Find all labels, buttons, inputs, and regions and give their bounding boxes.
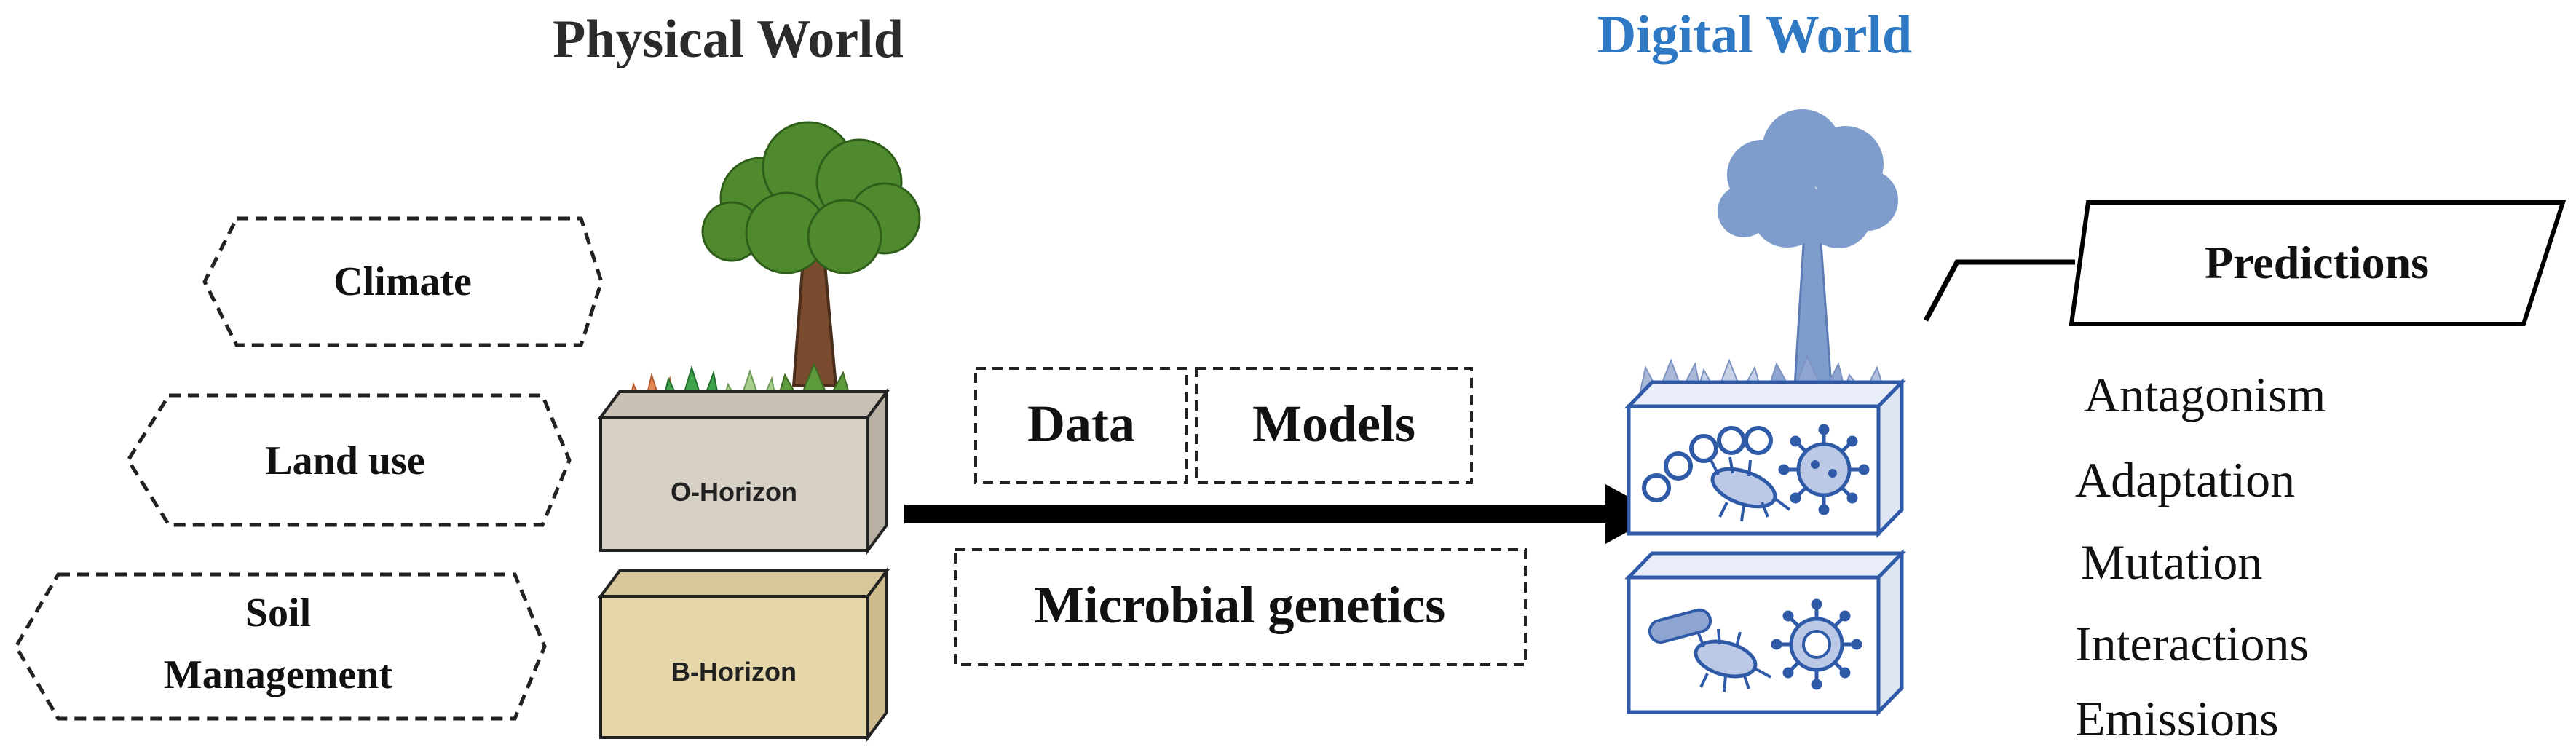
digital-top-block-side-face bbox=[1876, 377, 1904, 539]
prediction-item: Emissions bbox=[2075, 691, 2279, 746]
predictions-label: Predictions bbox=[2205, 237, 2429, 288]
o-horizon-top-face bbox=[598, 390, 890, 419]
models-label: Models bbox=[1252, 395, 1415, 453]
bacillus-icon-2 bbox=[1694, 628, 1771, 692]
genetics-box: Microbial genetics bbox=[954, 548, 1527, 666]
predictions-box bbox=[2069, 200, 2567, 326]
o-horizon-side-face bbox=[866, 387, 888, 556]
factor-land-use: Land use bbox=[126, 393, 572, 527]
factor-climate: Climate bbox=[202, 216, 604, 347]
b-horizon-top-face bbox=[598, 569, 890, 598]
genetics-box-frame bbox=[954, 548, 1527, 666]
b-horizon-label: B-Horizon bbox=[671, 657, 797, 687]
models-box: Models bbox=[1195, 367, 1473, 484]
data-label: Data bbox=[1027, 395, 1135, 453]
bacillus-icon bbox=[1710, 456, 1791, 522]
factor-soil-management-label-line1: Soil bbox=[245, 590, 311, 636]
physical-tree bbox=[701, 121, 921, 387]
factor-soil-management-label-line2: Management bbox=[164, 652, 393, 697]
predictions-callout: Predictions bbox=[1923, 200, 2567, 326]
prediction-item: Interactions bbox=[2075, 616, 2309, 671]
o-horizon-front-face bbox=[599, 416, 869, 552]
digital-tree-trunk bbox=[1793, 232, 1833, 387]
o-horizon-label: O-Horizon bbox=[671, 477, 797, 507]
b-horizon-block: B-Horizon bbox=[598, 566, 890, 743]
physical-world-title: Physical World bbox=[553, 9, 904, 69]
factor-land-use-hexagon bbox=[126, 393, 572, 527]
o-horizon-block: O-Horizon bbox=[598, 387, 890, 556]
data-box-frame bbox=[974, 367, 1188, 484]
data-box: Data bbox=[974, 367, 1188, 484]
predictions-list: Antagonism Adaptation Mutation Interacti… bbox=[2075, 367, 2326, 746]
digital-world-title: Digital World bbox=[1597, 5, 1912, 65]
digital-bottom-block-top-face bbox=[1624, 551, 1906, 580]
prediction-item: Antagonism bbox=[2084, 367, 2326, 422]
arrow-shaft bbox=[904, 505, 1611, 523]
b-horizon-side-face bbox=[866, 566, 888, 743]
digital-tree-canopy bbox=[1718, 109, 1898, 248]
digital-top-block-top-face bbox=[1624, 380, 1906, 408]
digital-top-block bbox=[1624, 377, 1906, 539]
rod-bacterium-icon bbox=[1648, 608, 1712, 644]
factor-soil-management: Soil Management bbox=[14, 572, 547, 721]
virus-icon bbox=[1778, 424, 1870, 515]
factor-climate-label: Climate bbox=[333, 259, 472, 304]
cocci-chain-icon bbox=[1642, 426, 1773, 502]
factor-climate-hexagon bbox=[202, 216, 604, 347]
factor-land-use-label: Land use bbox=[265, 438, 424, 483]
tree-canopy bbox=[701, 121, 921, 274]
digital-tree bbox=[1718, 109, 1898, 387]
main-arrow bbox=[904, 484, 1660, 544]
factor-soil-management-hexagon bbox=[14, 572, 547, 721]
digital-bottom-block bbox=[1624, 548, 1906, 717]
digital-bottom-block-side-face bbox=[1876, 548, 1904, 717]
genetics-label: Microbial genetics bbox=[1035, 576, 1446, 634]
prediction-item: Adaptation bbox=[2075, 452, 2295, 507]
prediction-item: Mutation bbox=[2081, 534, 2262, 590]
predictions-connector-line bbox=[1923, 259, 2075, 322]
virus-icon-2 bbox=[1771, 598, 1862, 690]
models-box-frame bbox=[1195, 367, 1473, 484]
b-horizon-front-face bbox=[599, 595, 869, 739]
